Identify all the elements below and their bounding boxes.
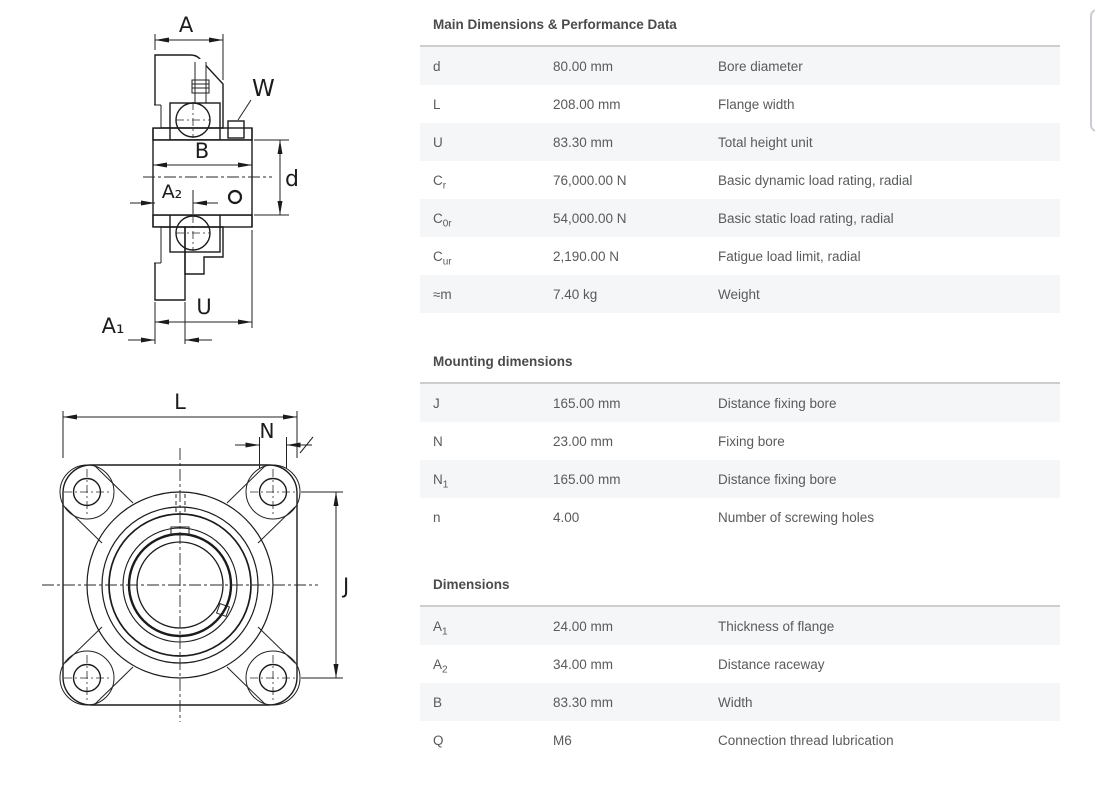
set-screw	[227, 120, 245, 139]
row-description: Distance raceway	[718, 656, 825, 672]
table-row: L 208.00 mm Flange width	[420, 85, 1060, 123]
spec-tables: Main Dimensions & Performance Data d 80.00…	[420, 0, 1060, 759]
section-title: Main Dimensions & Performance Data	[420, 17, 1060, 47]
row-value: 54,000.00 N	[553, 210, 627, 226]
front-view-drawing: L N J	[42, 390, 349, 722]
row-description: Connection thread lubrication	[718, 732, 894, 748]
row-symbol: Q	[433, 732, 444, 748]
row-symbol: Cr	[433, 172, 447, 192]
corner-ribs	[64, 465, 296, 705]
dim-label-J: J	[341, 574, 349, 598]
dim-label-d: d	[285, 167, 299, 192]
dim-label-W: W	[252, 76, 275, 102]
row-value: 4.00	[553, 509, 580, 525]
row-value: 24.00 mm	[553, 618, 614, 634]
row-value: 2,190.00 N	[553, 248, 620, 264]
table-row: N1 165.00 mm Distance fixing bore	[420, 460, 1060, 498]
section-view-drawing: A W B A₂ d U A₁	[102, 13, 299, 344]
row-description: Width	[718, 694, 753, 710]
table-row: B 83.30 mm Width	[420, 683, 1060, 721]
section-title: Mounting dimensions	[420, 354, 1060, 384]
row-value: 34.00 mm	[553, 656, 614, 672]
dim-label-A: A	[179, 13, 194, 37]
row-description: Distance fixing bore	[718, 395, 837, 411]
table-section: Main Dimensions & Performance Data d 80.00…	[420, 17, 1060, 313]
row-description: Thickness of flange	[718, 618, 835, 634]
dim-label-U: U	[196, 295, 211, 319]
table-row: d 80.00 mm Bore diameter	[420, 47, 1060, 85]
row-symbol: C0r	[433, 210, 452, 230]
partial-panel-edge	[1090, 9, 1095, 132]
row-symbol: A1	[433, 618, 448, 638]
row-symbol: U	[433, 134, 443, 150]
row-value: 76,000.00 N	[553, 172, 627, 188]
table-row: C0r 54,000.00 N Basic static load rating, …	[420, 199, 1060, 237]
row-description: Fixing bore	[718, 433, 785, 449]
table-row: U 83.30 mm Total height unit	[420, 123, 1060, 161]
row-value: 165.00 mm	[553, 395, 621, 411]
row-description: Total height unit	[718, 134, 813, 150]
row-description: Basic dynamic load rating, radial	[718, 172, 913, 188]
table-row: ≈m 7.40 kg Weight	[420, 275, 1060, 313]
table-row: n 4.00 Number of screwing holes	[420, 498, 1060, 536]
row-symbol: d	[433, 58, 441, 74]
row-symbol: ≈m	[433, 286, 452, 302]
row-value: 83.30 mm	[553, 694, 614, 710]
row-description: Distance fixing bore	[718, 471, 837, 487]
lubrication-hole	[227, 189, 243, 205]
table-row: Cur 2,190.00 N Fatigue load limit, radial	[420, 237, 1060, 275]
row-symbol: B	[433, 694, 443, 710]
fixing-bores	[59, 464, 301, 706]
row-description: Basic static load rating, radial	[718, 210, 894, 226]
row-value: 83.30 mm	[553, 134, 614, 150]
row-symbol: n	[433, 509, 441, 525]
table-row: Cr 76,000.00 N Basic dynamic load rating, …	[420, 161, 1060, 199]
bearing-technical-drawing: A W B A₂ d U A₁	[42, 13, 349, 722]
row-symbol: L	[433, 96, 441, 112]
row-value: 208.00 mm	[553, 96, 621, 112]
table-row: A2 34.00 mm Distance raceway	[420, 645, 1060, 683]
row-symbol: N1	[433, 471, 449, 491]
row-value: 7.40 kg	[553, 286, 598, 302]
table-row: A1 24.00 mm Thickness of flange	[420, 607, 1060, 645]
table-row: Q M6 Connection thread lubrication	[420, 721, 1060, 759]
dim-label-L: L	[174, 390, 186, 414]
locating-pin	[215, 602, 231, 618]
row-description: Bore diameter	[718, 58, 803, 74]
table-row: N 23.00 mm Fixing bore	[420, 422, 1060, 460]
row-description: Flange width	[718, 96, 795, 112]
row-symbol: N	[433, 433, 443, 449]
row-description: Fatigue load limit, radial	[718, 248, 861, 264]
row-value: 23.00 mm	[553, 433, 614, 449]
section-title: Dimensions	[420, 577, 1060, 607]
row-symbol: Cur	[433, 248, 452, 268]
row-description: Number of screwing holes	[718, 509, 875, 525]
table-row: J 165.00 mm Distance fixing bore	[420, 384, 1060, 422]
row-description: Weight	[718, 286, 760, 302]
row-value: 165.00 mm	[553, 471, 621, 487]
row-symbol: A2	[433, 656, 448, 676]
row-symbol: J	[433, 395, 440, 411]
dim-label-A2: A₂	[162, 181, 183, 203]
dim-label-A1: A₁	[102, 314, 125, 338]
dim-label-B: B	[195, 139, 209, 163]
row-value: 80.00 mm	[553, 58, 614, 74]
row-value: M6	[553, 732, 572, 748]
dim-label-N: N	[260, 419, 275, 443]
